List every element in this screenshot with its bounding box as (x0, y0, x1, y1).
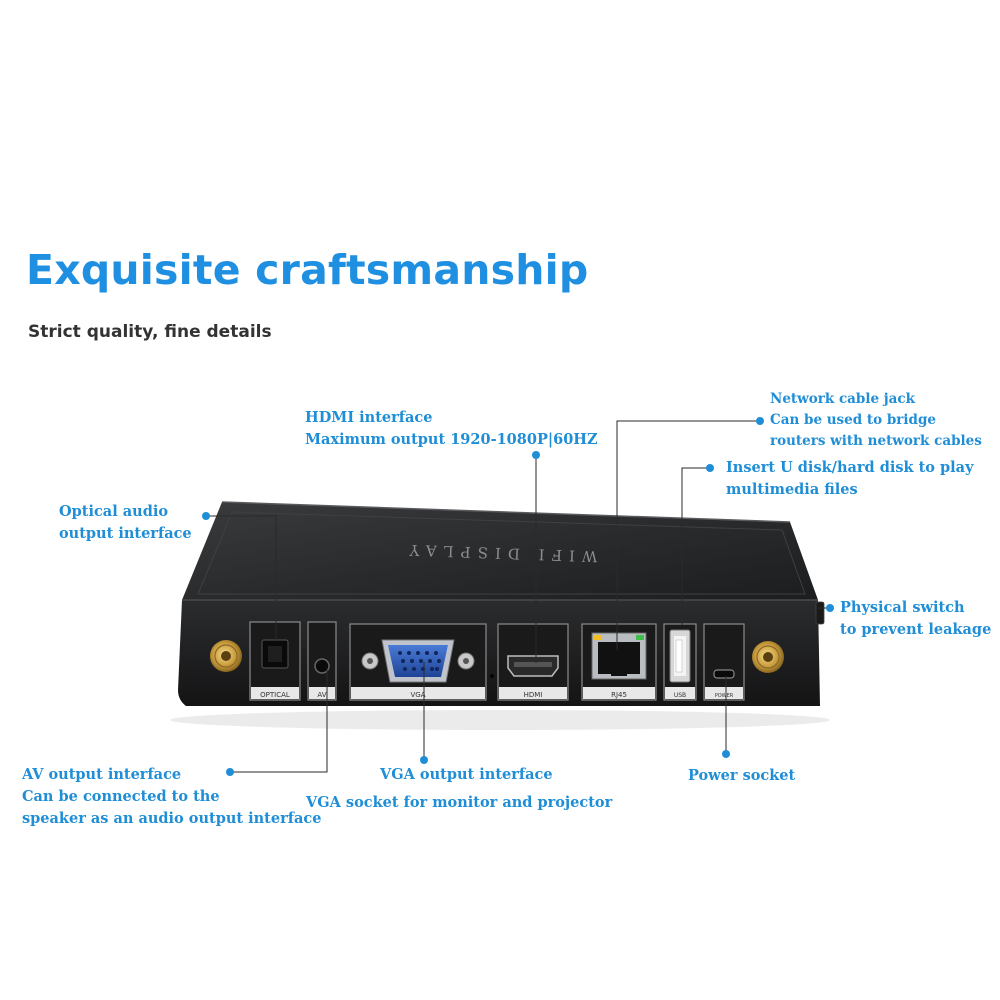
leader-dot-av (226, 768, 234, 776)
leader-optical (206, 515, 277, 640)
callout-optical: Optical audio output interface (59, 501, 192, 545)
leader-dot-switch (826, 604, 834, 612)
power-port-panel (703, 623, 745, 701)
callout-hdmi-title: HDMI interface (305, 409, 433, 426)
page-title: Exquisite craftsmanship (26, 246, 589, 294)
callout-av-detail-1: Can be connected to the (22, 788, 220, 805)
callout-switch-line-2: to prevent leakage (840, 621, 992, 638)
callout-optical-line-2: output interface (59, 525, 192, 542)
hdmi-port-panel (497, 623, 569, 701)
callout-power: Power socket (688, 765, 795, 787)
callout-network: Network cable jack Can be used to bridge… (770, 389, 982, 452)
leader-dot-usb (706, 464, 714, 472)
callout-usb: Insert U disk/hard disk to play multimed… (726, 457, 974, 501)
av-port-panel (307, 621, 337, 701)
device-top-surface (182, 502, 818, 600)
callout-vga: VGA output interface VGA socket for moni… (306, 764, 612, 814)
page-subtitle: Strict quality, fine details (28, 322, 272, 342)
callout-hdmi: HDMI interface Maximum output 1920-1080P… (305, 407, 598, 451)
callout-switch-line-1: Physical switch (840, 599, 965, 616)
leader-dot-hdmi (532, 451, 540, 459)
rj45-port-panel (581, 623, 657, 701)
callout-av: AV output interface Can be connected to … (22, 764, 321, 830)
leader-dot-vga (420, 756, 428, 764)
callout-network-detail-1: Can be used to bridge (770, 412, 936, 428)
leader-network (616, 420, 760, 650)
callout-av-title: AV output interface (22, 766, 182, 783)
callout-usb-line-1: Insert U disk/hard disk to play (726, 459, 974, 476)
callout-network-title: Network cable jack (770, 391, 915, 407)
leader-usb (681, 467, 708, 625)
optical-port-panel (249, 621, 301, 701)
callout-optical-line-1: Optical audio (59, 503, 169, 520)
antenna-connector-right (752, 641, 784, 673)
usb-port-panel (663, 623, 697, 701)
callout-network-detail-2: routers with network cables (770, 433, 982, 449)
callout-av-detail-2: speaker as an audio output interface (22, 810, 322, 827)
leader-dot-power (722, 750, 730, 758)
callout-vga-detail: VGA socket for monitor and projector (306, 794, 613, 811)
antenna-connector-left (210, 640, 242, 672)
callout-usb-line-2: multimedia files (726, 481, 858, 498)
leader-dot-optical (202, 512, 210, 520)
callout-power-title: Power socket (688, 767, 796, 784)
leader-dot-network (756, 417, 764, 425)
leader-av (230, 670, 328, 773)
callout-vga-title: VGA output interface (380, 766, 553, 783)
vga-port-panel (349, 623, 487, 701)
callout-switch: Physical switch to prevent leakage (840, 597, 991, 641)
callout-hdmi-detail: Maximum output 1920-1080P|60HZ (305, 431, 598, 448)
